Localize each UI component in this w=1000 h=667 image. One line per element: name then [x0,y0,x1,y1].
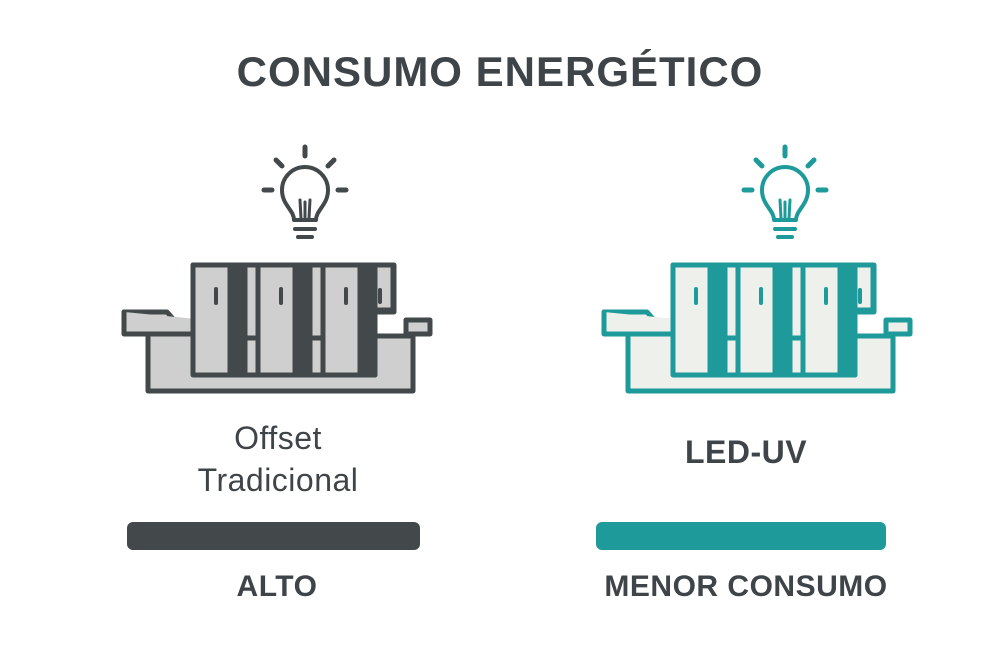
offset-label-line1: Offset [234,420,322,456]
led-uv-machine-group [601,144,913,394]
offset-consumption-bar [127,522,420,550]
led-uv-consumption-level: MENOR CONSUMO [604,570,888,603]
offset-consumption-level: ALTO [236,570,318,603]
led-uv-label: LED-UV [684,434,808,470]
offset-machine-group [121,144,433,394]
printing-press-icon [601,262,913,394]
offset-label-line2: Tradicional [197,462,359,498]
lightbulb-icon [741,144,829,239]
led-uv-consumption-bar [596,522,886,550]
printing-press-icon [121,262,433,394]
lightbulb-icon [261,144,349,239]
page-title: CONSUMO ENERGÉTICO [236,48,764,95]
offset-label: Offset Tradicional [128,417,428,501]
